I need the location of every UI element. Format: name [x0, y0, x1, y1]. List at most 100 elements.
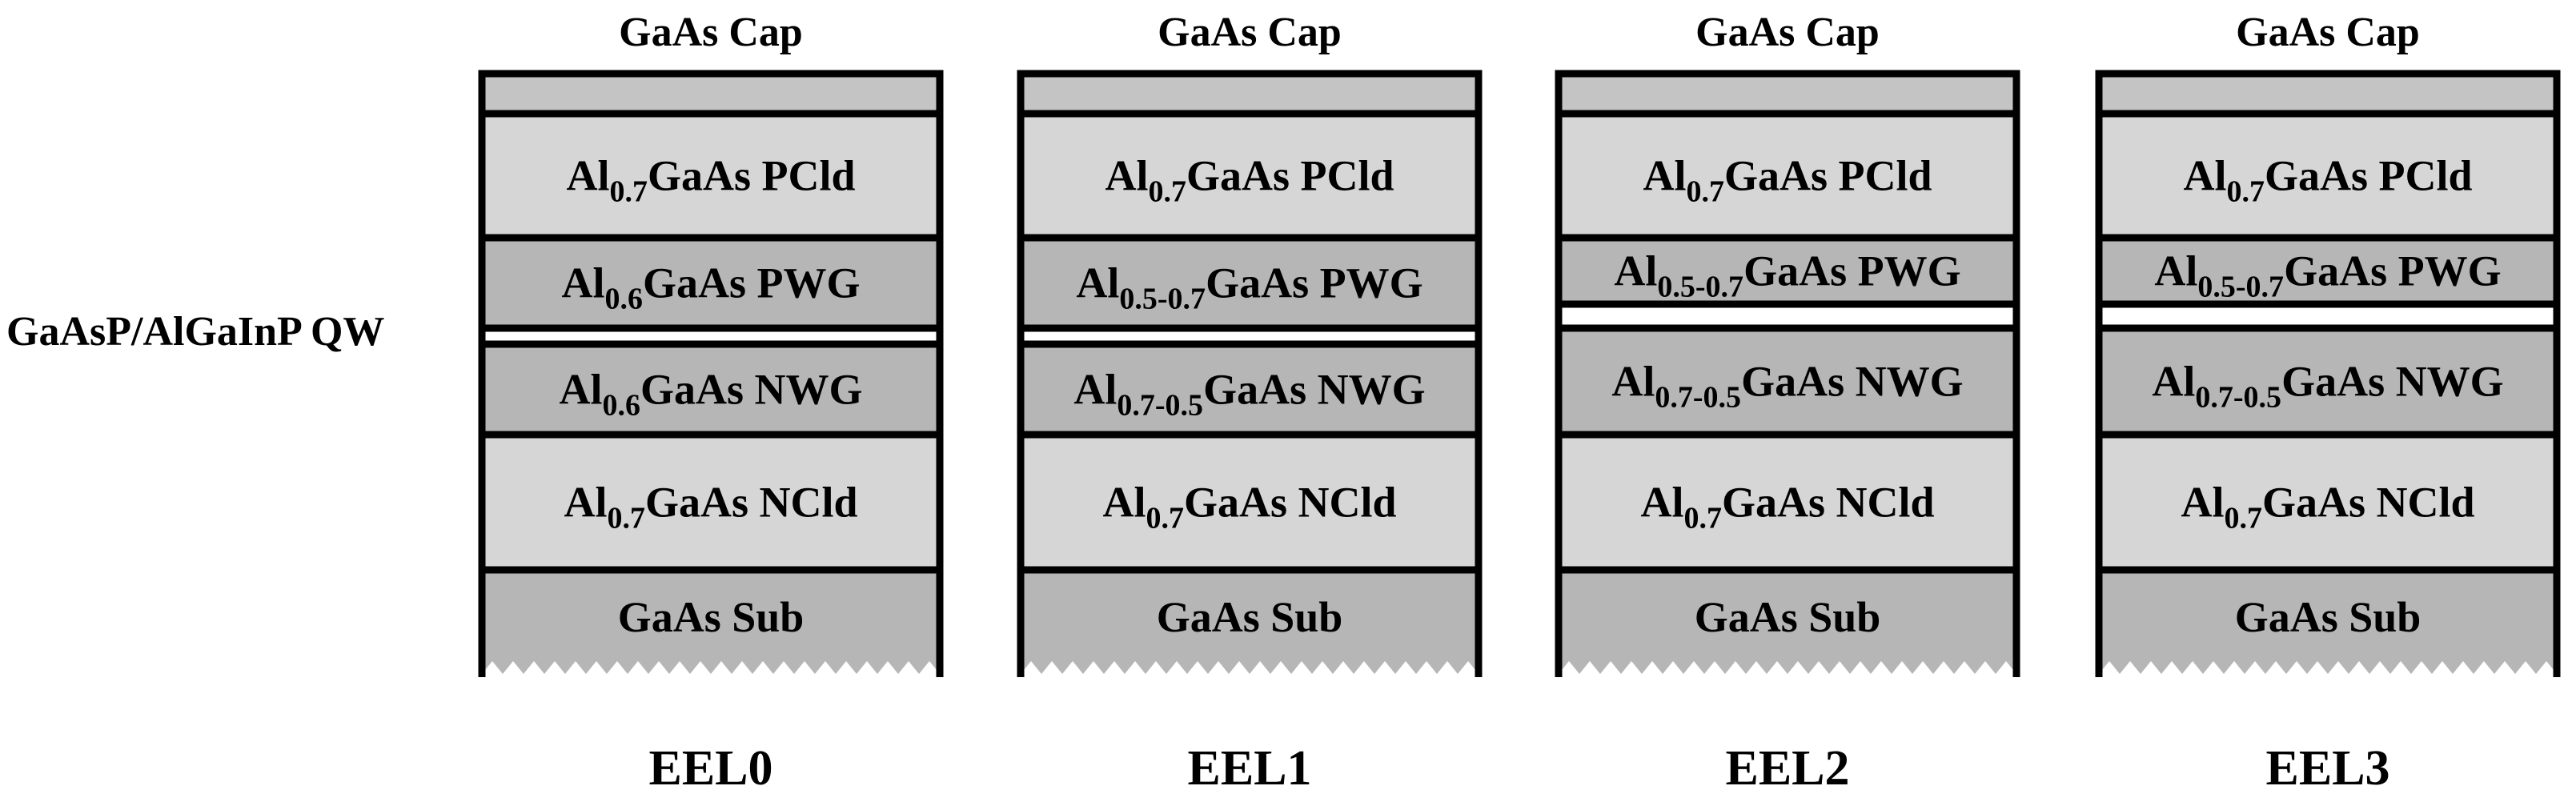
- layer-label-element: Al: [1643, 151, 1686, 199]
- layer-label: GaAs Sub: [1157, 593, 1343, 641]
- layer-label: Al0.5-0.7GaAs PWG: [2154, 247, 2501, 303]
- layer-label-text: GaAs NCld: [2262, 478, 2475, 526]
- layer-cap: [478, 70, 944, 118]
- layer-label-text: GaAs PWG: [2284, 247, 2502, 295]
- layer-label: Al0.7GaAs PCld: [2183, 151, 2472, 208]
- layer-label-element: Al: [1102, 478, 1146, 526]
- layer-sub: GaAs Sub: [1555, 566, 2020, 677]
- structure-name: EEL0: [648, 741, 772, 796]
- layer-pwg: Al0.5-0.7GaAs PWG: [1555, 234, 2020, 308]
- layer-label-text: GaAs PWG: [643, 259, 861, 307]
- layer-label-element: Al: [1073, 365, 1117, 413]
- layer-label-text: GaAs PWG: [1743, 247, 1961, 295]
- cap-title: GaAs Cap: [619, 10, 803, 55]
- layer-label-subscript: 0.5-0.7: [1119, 282, 1206, 315]
- layer-label: Al0.6GaAs NWG: [559, 365, 862, 422]
- layer-ncld: Al0.7GaAs NCld: [2095, 431, 2561, 574]
- layer-label-subscript: 0.7-0.5: [2195, 380, 2281, 414]
- layer-rect: [1017, 70, 1483, 118]
- layer-label: Al0.7-0.5GaAs NWG: [2152, 357, 2503, 414]
- layer-rect: [2095, 70, 2561, 118]
- qw-label: GaAsP/AlGaInP QW: [6, 309, 384, 355]
- layer-label-element: Al: [566, 151, 609, 199]
- layer-label-subscript: 0.5-0.7: [2197, 270, 2284, 303]
- layer-sub: GaAs Sub: [1017, 566, 1483, 677]
- layer-sub: GaAs Sub: [2095, 566, 2561, 677]
- substrate-shape: [482, 570, 940, 674]
- layer-pcld: Al0.7GaAs PCld: [478, 110, 944, 242]
- layer-label-text: GaAs Sub: [618, 593, 804, 641]
- layer-label-element: Al: [564, 478, 607, 526]
- layer-label: Al0.5-0.7GaAs PWG: [1614, 247, 1960, 303]
- layer-cap: [1017, 70, 1483, 118]
- layer-label-subscript: 0.7-0.5: [1655, 380, 1741, 414]
- layer-label-element: Al: [1640, 478, 1683, 526]
- layer-label-subscript: 0.5-0.7: [1657, 270, 1743, 303]
- layer-label: Al0.7-0.5GaAs NWG: [1611, 357, 1963, 414]
- layer-nwg: Al0.7-0.5GaAs NWG: [1555, 324, 2020, 439]
- layer-pcld: Al0.7GaAs PCld: [2095, 110, 2561, 242]
- layer-label-element: Al: [2181, 478, 2224, 526]
- substrate-shape: [1559, 570, 2016, 674]
- layer-rect: [2095, 324, 2561, 439]
- cap-title: GaAs Cap: [1158, 10, 1342, 55]
- layer-pwg: Al0.5-0.7GaAs PWG: [1017, 234, 1483, 332]
- layer-nwg: Al0.6GaAs NWG: [478, 340, 944, 439]
- substrate-shape: [2099, 570, 2557, 674]
- layer-label: Al0.7GaAs PCld: [1643, 151, 1932, 208]
- layer-label-text: GaAs NWG: [640, 365, 863, 413]
- layer-label: Al0.7-0.5GaAs NWG: [1073, 365, 1425, 422]
- layer-label: Al0.7GaAs PCld: [1105, 151, 1394, 208]
- layer-rect: [478, 110, 944, 242]
- layer-label: GaAs Sub: [618, 593, 804, 641]
- layer-label-text: GaAs PCld: [1186, 151, 1394, 199]
- layer-rect: [1555, 110, 2020, 242]
- layer-label-element: Al: [1611, 357, 1655, 405]
- layer-label-subscript: 0.7: [1146, 501, 1184, 535]
- layer-label-element: Al: [2183, 151, 2226, 199]
- layer-label-text: GaAs PCld: [2265, 151, 2473, 199]
- layer-label: Al0.6GaAs PWG: [561, 259, 860, 315]
- layer-ncld: Al0.7GaAs NCld: [478, 431, 944, 574]
- layer-label-subscript: 0.7-0.5: [1117, 388, 1203, 422]
- layer-label-subscript: 0.7: [2224, 501, 2262, 535]
- cap-title: GaAs Cap: [2236, 10, 2420, 55]
- layer-label-text: GaAs NCld: [1184, 478, 1397, 526]
- layer-rect: [2095, 431, 2561, 574]
- layer-label: Al0.7GaAs PCld: [566, 151, 855, 208]
- layer-rect: [478, 431, 944, 574]
- layer-label: Al0.5-0.7GaAs PWG: [1076, 259, 1422, 315]
- layer-label: Al0.7GaAs NCld: [2181, 478, 2474, 535]
- layer-label-element: Al: [1076, 259, 1119, 307]
- layer-rect: [1555, 70, 2020, 118]
- layer-label-subscript: 0.6: [602, 388, 640, 422]
- layer-ncld: Al0.7GaAs NCld: [1017, 431, 1483, 574]
- layer-label-element: Al: [559, 365, 602, 413]
- structure-name: EEL2: [1725, 741, 1849, 796]
- layer-label-subscript: 0.6: [604, 282, 643, 315]
- layer-rect: [478, 70, 944, 118]
- layer-label-subscript: 0.7: [1148, 174, 1186, 208]
- layer-nwg: Al0.7-0.5GaAs NWG: [2095, 324, 2561, 439]
- structure-name: EEL3: [2265, 741, 2389, 796]
- layer-rect: [2095, 110, 2561, 242]
- layer-rect: [1555, 324, 2020, 439]
- layer-label-text: GaAs Sub: [1157, 593, 1343, 641]
- cap-title: GaAs Cap: [1695, 10, 1880, 55]
- layer-label: Al0.7GaAs NCld: [1102, 478, 1396, 535]
- layer-label-subscript: 0.7: [607, 501, 645, 535]
- layer-label-element: Al: [1614, 247, 1657, 295]
- layer-cap: [1555, 70, 2020, 118]
- layer-label: Al0.7GaAs NCld: [1640, 478, 1934, 535]
- layer-label-text: GaAs Sub: [2235, 593, 2422, 641]
- layer-nwg: Al0.7-0.5GaAs NWG: [1017, 340, 1483, 439]
- layer-pwg: Al0.6GaAs PWG: [478, 234, 944, 332]
- layer-label-element: Al: [1105, 151, 1148, 199]
- layer-label-text: GaAs NCld: [645, 478, 858, 526]
- layer-label-text: GaAs NWG: [1741, 357, 1964, 405]
